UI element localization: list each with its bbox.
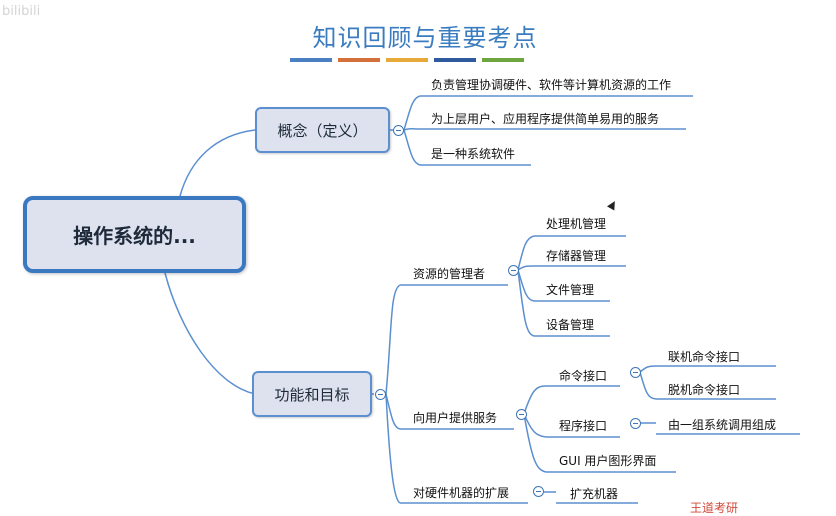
connector-functions-resource: [385, 284, 401, 395]
concept-item-3: 是一种系统软件: [431, 147, 516, 161]
user-services-collapse-icon[interactable]: [516, 409, 527, 420]
connector-resource-4: [517, 269, 535, 337]
title-color-bar-4: [434, 58, 476, 62]
command-interface-label: 命令接口: [559, 369, 608, 383]
functions-node[interactable]: 功能和目标: [252, 371, 372, 417]
concept-collapse-icon[interactable]: [393, 125, 404, 136]
resource-item-file: 文件管理: [546, 283, 595, 297]
connector-root-concept: [179, 129, 256, 197]
connector-resource-1: [517, 235, 535, 271]
bilibili-watermark: bilibili: [2, 4, 41, 19]
title-color-bar-5: [482, 58, 524, 62]
command-item-offline: 脱机命令接口: [668, 383, 741, 397]
hardware-extension-label: 对硬件机器的扩展: [413, 486, 510, 500]
program-interface-label: 程序接口: [559, 419, 608, 433]
connector-concept-3: [403, 129, 421, 166]
hardware-extension-collapse-icon[interactable]: [533, 486, 544, 497]
gui-label: GUI 用户图形界面: [559, 454, 657, 468]
connector-concept-1: [403, 95, 421, 131]
root-node[interactable]: 操作系统的...: [23, 196, 246, 273]
title-color-bar-1: [290, 58, 332, 62]
connector-services-command: [523, 385, 547, 415]
connector-functions-hardware: [385, 393, 401, 504]
connector-resource-2: [517, 265, 535, 271]
program-interface-collapse-icon[interactable]: [630, 418, 641, 429]
hardware-item-extended-machine: 扩充机器: [570, 487, 619, 501]
wangdao-watermark: 王道考研: [690, 501, 739, 515]
connector-root-functions: [164, 272, 256, 395]
connector-services-program: [523, 413, 547, 438]
command-interface-collapse-icon[interactable]: [630, 367, 641, 378]
connector-concept-2: [403, 128, 421, 131]
resource-item-cpu: 处理机管理: [546, 217, 607, 231]
connector-command-1: [639, 365, 657, 373]
concept-item-2: 为上层用户、应用程序提供简单易用的服务: [431, 112, 660, 126]
page-title: 知识回顾与重要考点: [312, 24, 538, 52]
resource-manager-collapse-icon[interactable]: [508, 265, 519, 276]
program-item-syscalls: 由一组系统调用组成: [668, 418, 777, 432]
title-color-bar-3: [386, 58, 428, 62]
connector-resource-3: [517, 269, 535, 302]
resource-manager-label: 资源的管理者: [413, 267, 486, 281]
functions-collapse-icon[interactable]: [375, 389, 386, 400]
user-services-label: 向用户提供服务: [413, 411, 498, 425]
command-item-online: 联机命令接口: [668, 350, 741, 364]
resource-item-device: 设备管理: [546, 318, 595, 332]
concept-node[interactable]: 概念（定义）: [255, 107, 390, 153]
title-color-bar-2: [338, 58, 380, 62]
connector-services-gui: [523, 413, 547, 473]
concept-item-1: 负责管理协调硬件、软件等计算机资源的工作: [431, 78, 672, 92]
connector-functions-services: [385, 393, 401, 430]
resource-item-memory: 存储器管理: [546, 249, 607, 263]
connector-command-2: [639, 371, 657, 400]
